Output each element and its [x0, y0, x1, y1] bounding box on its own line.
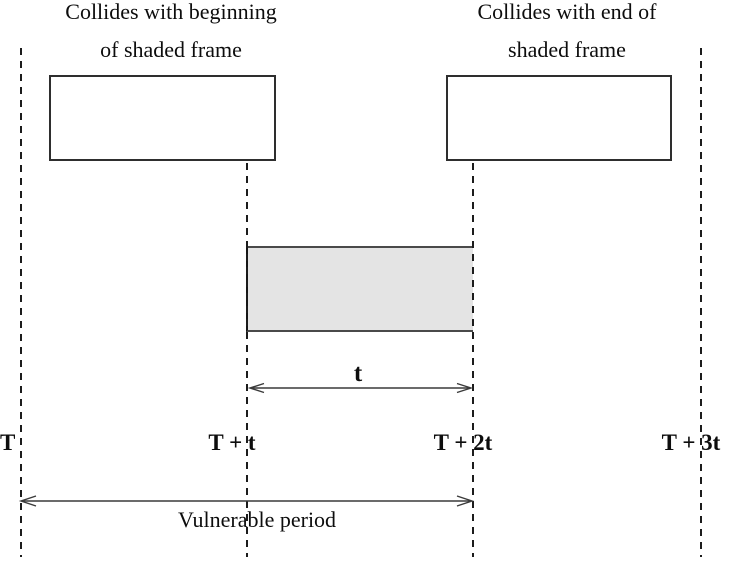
right-colliding-frame [446, 75, 672, 161]
left-collision-caption-line1: Collides with beginning [65, 0, 277, 24]
tick-label-T-plus-2t: T + 2t [433, 430, 493, 455]
timeline-T-plus-2t-dashline [472, 163, 474, 557]
t-span-label: t [353, 360, 363, 387]
left-collision-caption: Collides with beginning of shaded frame [40, 0, 302, 69]
left-collision-caption-line2: of shaded frame [100, 37, 242, 62]
shaded-frame [246, 246, 473, 332]
left-colliding-frame [49, 75, 276, 161]
right-collision-caption-line1: Collides with end of [477, 0, 657, 24]
timeline-T-plus-t-dashline [246, 163, 248, 557]
tick-label-T-plus-3t: T + 3t [661, 430, 721, 455]
tick-label-T-plus-t: T + t [208, 430, 256, 455]
timeline-T-plus-3t-dashline [700, 48, 702, 557]
right-collision-caption: Collides with end of shaded frame [436, 0, 698, 69]
tick-label-T: T [0, 430, 16, 455]
timeline-T-dashline [20, 48, 22, 557]
right-collision-caption-line2: shaded frame [508, 37, 626, 62]
vulnerable-period-label: Vulnerable period [177, 507, 337, 532]
